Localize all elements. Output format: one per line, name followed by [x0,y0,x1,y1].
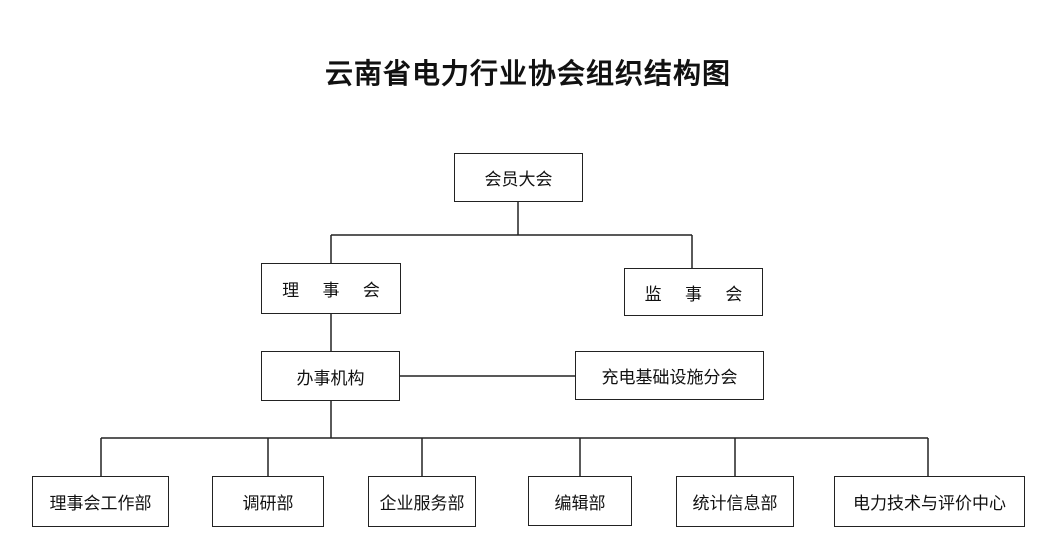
node-dept-research: 调研部 [212,476,324,527]
node-office-label: 办事机构 [296,368,365,389]
node-dept-label: 编辑部 [554,493,606,514]
node-dept-enterprise-service: 企业服务部 [368,476,476,527]
node-dept-tech-evaluation: 电力技术与评价中心 [834,476,1025,527]
node-council-label: 理 事 会 [282,281,389,301]
chart-title: 云南省电力行业协会组织结构图 [324,57,731,90]
node-charging-branch: 充电基础设施分会 [575,351,764,400]
node-dept-label: 统计信息部 [692,494,778,514]
node-supervisory-board-label: 监 事 会 [644,284,752,305]
node-office: 办事机构 [261,351,400,401]
node-charging-branch-label: 充电基础设施分会 [601,368,738,388]
node-dept-label: 电力技术与评价中心 [853,494,1006,514]
node-council: 理 事 会 [261,263,401,314]
node-dept-label: 调研部 [242,494,294,514]
node-dept-label: 企业服务部 [379,494,465,514]
node-member-assembly-label: 会员大会 [484,170,553,190]
node-dept-label: 理事会工作部 [49,494,152,514]
node-dept-council-work: 理事会工作部 [32,476,169,527]
node-dept-editorial: 编辑部 [528,476,632,526]
node-member-assembly: 会员大会 [454,153,583,202]
node-dept-statistics: 统计信息部 [676,476,794,527]
node-supervisory-board: 监 事 会 [624,268,763,316]
